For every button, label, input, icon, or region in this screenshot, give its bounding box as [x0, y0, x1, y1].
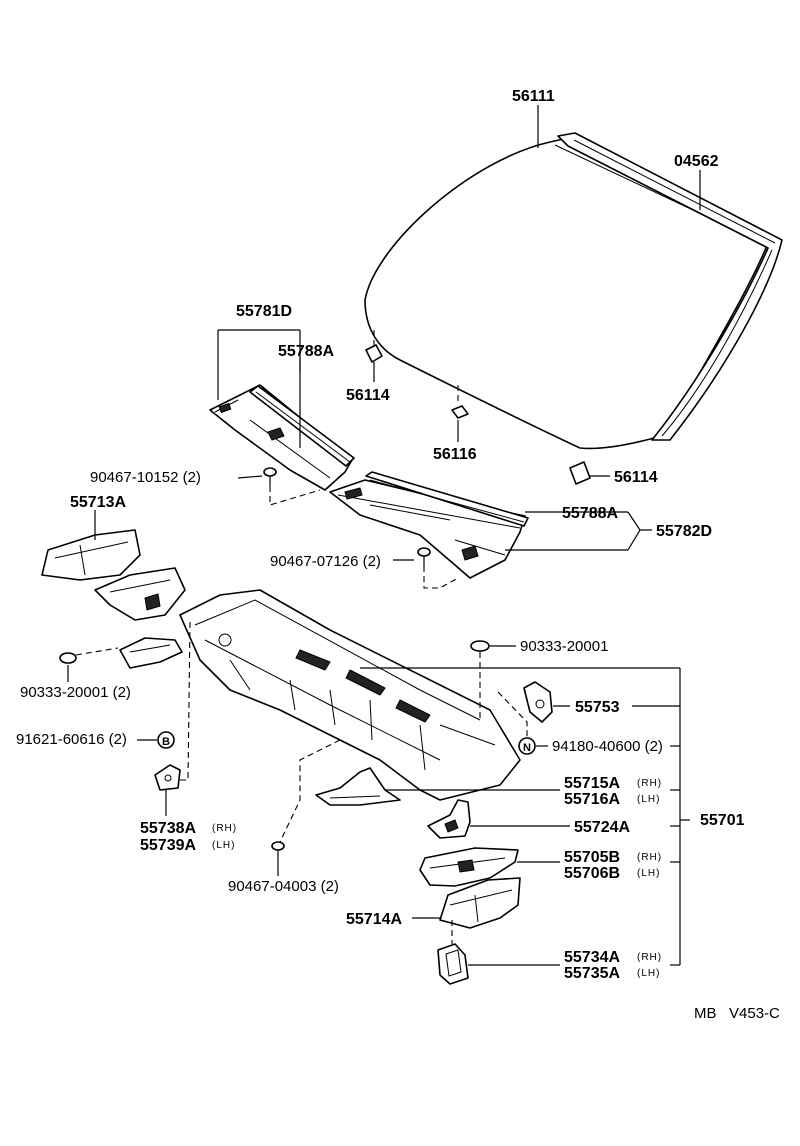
label-55705B: 55705B — [564, 849, 620, 866]
bracket-55738A — [154, 764, 181, 791]
label-55701: 55701 — [700, 812, 745, 829]
bracket-55724A — [427, 799, 471, 839]
cowl-louver-55788A-right — [365, 471, 529, 527]
cowl-panel-55701 — [179, 589, 521, 801]
label-04562: 04562 — [674, 153, 719, 170]
panel-55713A — [41, 529, 186, 621]
panel-55705B — [419, 847, 519, 887]
label-55734A: 55734A — [564, 949, 620, 966]
label-56114-top: 56114 — [346, 387, 390, 404]
label-55738A-rh: (RH) — [212, 823, 237, 834]
label-55735A-lh: (LH) — [637, 968, 660, 979]
label-55734A-rh: (RH) — [637, 952, 662, 963]
bracket-55753 — [523, 681, 553, 723]
cover-55734A — [437, 943, 469, 985]
nut-94180-40600: N — [518, 737, 536, 755]
label-55788A-right: 55788A — [562, 505, 618, 522]
label-56114-bottom: 56114 — [614, 469, 658, 486]
plug-90333-20001-left — [59, 652, 77, 664]
label-55739A: 55739A — [140, 837, 196, 854]
windshield-glass — [364, 137, 771, 450]
label-55753: 55753 — [575, 699, 620, 716]
label-55716A-lh: (LH) — [637, 794, 660, 805]
label-55782D: 55782D — [656, 523, 712, 540]
screw-90467-10152 — [263, 467, 277, 486]
windshield-moulding — [557, 132, 783, 441]
cowl-louver-55788A-top — [249, 385, 355, 467]
symbol-n: N — [523, 742, 531, 754]
panel-55714A — [439, 877, 521, 929]
label-91621-60616: 91621-60616 (2) — [16, 731, 127, 748]
label-55716A: 55716A — [564, 791, 620, 808]
screw-90467-07126 — [417, 547, 431, 566]
label-55706B-lh: (LH) — [637, 868, 660, 879]
diagram-code: MB V453-C — [694, 1005, 780, 1022]
label-55739A-lh: (LH) — [212, 840, 235, 851]
label-55738A: 55738A — [140, 820, 196, 837]
plug-90333-20001-right — [470, 640, 490, 652]
label-56111: 56111 — [512, 88, 555, 105]
label-55724A: 55724A — [574, 819, 630, 836]
cowl-ventilator-left — [209, 384, 353, 491]
label-55706B: 55706B — [564, 865, 620, 882]
part-labels: 56111 04562 55781D 55788A 56114 56116 56… — [16, 88, 780, 1022]
label-90467-04003: 90467-04003 (2) — [228, 878, 339, 895]
label-90333-20001-left: 90333-20001 (2) — [20, 684, 131, 701]
label-55714A: 55714A — [346, 911, 402, 928]
screw-90467-04003 — [271, 841, 285, 860]
clip-56114-top — [365, 344, 383, 363]
bolt-91621-60616: B — [157, 731, 175, 749]
spacer-56116 — [451, 405, 469, 419]
label-55715A-rh: (RH) — [637, 778, 662, 789]
label-55788A-top: 55788A — [278, 343, 334, 360]
label-55735A: 55735A — [564, 965, 620, 982]
label-90467-10152: 90467-10152 (2) — [90, 469, 201, 486]
label-90333-20001-right: 90333-20001 — [520, 638, 608, 655]
symbol-b: B — [162, 736, 170, 748]
leader-lines — [67, 105, 701, 966]
label-94180-40600: 94180-40600 (2) — [552, 738, 663, 755]
brace-55715A — [315, 767, 401, 806]
label-55715A: 55715A — [564, 775, 620, 792]
label-90467-07126: 90467-07126 (2) — [270, 553, 381, 570]
clip-56114-bottom — [569, 461, 591, 485]
label-55713A: 55713A — [70, 494, 126, 511]
label-55781D: 55781D — [236, 303, 292, 320]
bracket-left — [119, 637, 183, 669]
label-56116: 56116 — [433, 446, 477, 463]
label-55705B-rh: (RH) — [637, 852, 662, 863]
